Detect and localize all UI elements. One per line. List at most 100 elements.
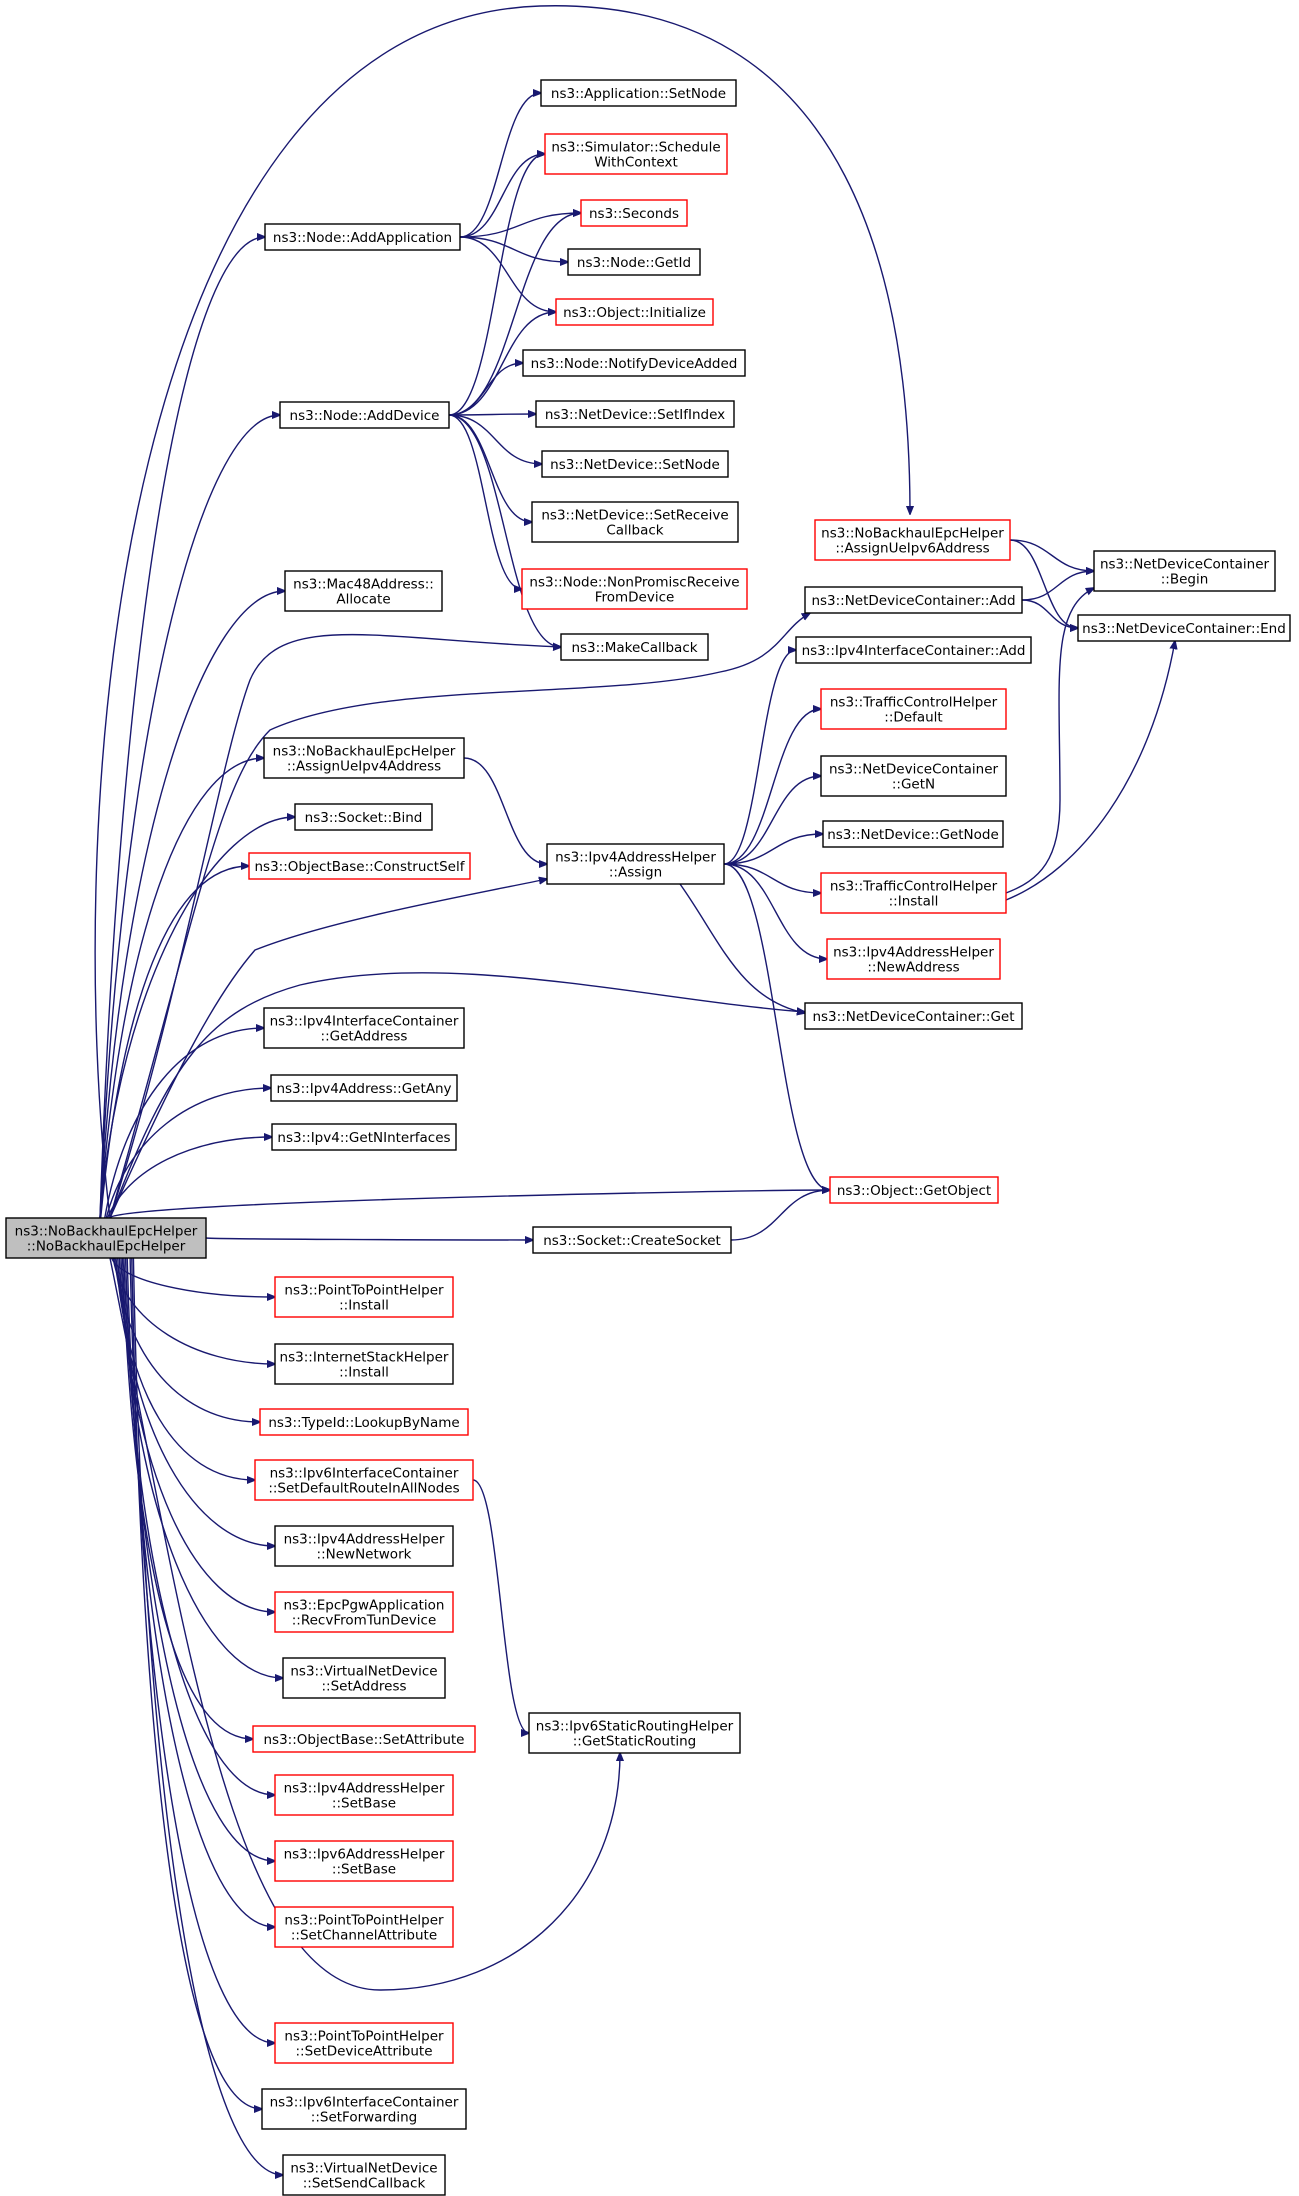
node-ndcend[interactable]: ns3::NetDeviceContainer::End xyxy=(1077,614,1291,642)
edge-root-to-ndcadd xyxy=(109,613,810,1219)
node-lookupbyname[interactable]: ns3::TypeId::LookupByName xyxy=(259,1408,469,1436)
node-box xyxy=(522,349,746,377)
node-label: ns3::PointToPointHelper xyxy=(284,2029,444,2045)
node-label: ns3::Socket::Bind xyxy=(305,810,423,826)
edge-tcinstall-to-ndcbegin xyxy=(1005,588,1094,894)
node-label: ::Begin xyxy=(1161,572,1209,588)
node-box xyxy=(822,820,1004,848)
node-label: ns3::NetDeviceContainer::End xyxy=(1082,621,1286,637)
node-notify[interactable]: ns3::Node::NotifyDeviceAdded xyxy=(522,349,746,377)
node-adddevice[interactable]: ns3::Node::AddDevice xyxy=(279,401,450,429)
node-box xyxy=(264,223,461,251)
node-ipv4assign[interactable]: ns3::Ipv4AddressHelper::Assign xyxy=(546,843,725,885)
node-getany[interactable]: ns3::Ipv4Address::GetAny xyxy=(270,1074,458,1102)
node-getid[interactable]: ns3::Node::GetId xyxy=(567,248,701,276)
node-createsocket[interactable]: ns3::Socket::CreateSocket xyxy=(532,1226,732,1254)
node-box xyxy=(274,1343,454,1385)
node-label: ns3::Socket::CreateSocket xyxy=(543,1233,721,1249)
node-ndcbegin[interactable]: ns3::NetDeviceContainer::Begin xyxy=(1093,550,1276,592)
node-newaddress[interactable]: ns3::Ipv4AddressHelper::NewAddress xyxy=(826,938,1001,980)
node-label: Allocate xyxy=(336,592,390,608)
edge-root-to-adddevice xyxy=(99,415,280,1219)
node-setsendcb[interactable]: ns3::VirtualNetDevice::SetSendCallback xyxy=(282,2154,446,2196)
node-setchanattr[interactable]: ns3::PointToPointHelper::SetChannelAttri… xyxy=(274,1906,454,1948)
node-vndsetaddr[interactable]: ns3::VirtualNetDevice::SetAddress xyxy=(282,1657,446,1699)
node-box xyxy=(580,199,688,227)
node-box xyxy=(540,79,737,107)
node-label: ns3::Ipv6InterfaceContainer xyxy=(270,2095,459,2111)
node-label: ns3::NetDeviceContainer xyxy=(1100,557,1270,573)
edge-addapp-to-schedule xyxy=(459,154,545,238)
edge-adddevice-to-makecallback xyxy=(448,414,561,647)
edge-ipv4assign-to-ndcget xyxy=(679,883,805,1013)
node-socketbind[interactable]: ns3::Socket::Bind xyxy=(294,803,433,831)
node-initialize[interactable]: ns3::Object::Initialize xyxy=(555,298,714,326)
node-getstatic[interactable]: ns3::Ipv6StaticRoutingHelper::GetStaticR… xyxy=(528,1712,741,1754)
node-label: ns3::Ipv4AddressHelper xyxy=(833,945,994,961)
node-makecallback[interactable]: ns3::MakeCallback xyxy=(560,633,709,661)
node-label: ::Default xyxy=(884,710,942,726)
node-setnode_app[interactable]: ns3::Application::SetNode xyxy=(540,79,737,107)
node-label: ns3::Ipv6AddressHelper xyxy=(284,1847,445,1863)
node-box xyxy=(294,803,433,831)
node-label: ns3::NetDeviceContainer xyxy=(829,762,999,778)
edge-ipv4assign-to-ipv4icadd xyxy=(723,650,796,865)
node-newnetwork[interactable]: ns3::Ipv4AddressHelper::NewNetwork xyxy=(274,1525,454,1567)
node-ipv4icgetaddr[interactable]: ns3::Ipv4InterfaceContainer::GetAddress xyxy=(263,1007,465,1049)
node-inetinstall[interactable]: ns3::InternetStackHelper::Install xyxy=(274,1343,454,1385)
node-root[interactable]: ns3::NoBackhaulEpcHelper::NoBackhaulEpcH… xyxy=(5,1217,207,1259)
node-ndcget[interactable]: ns3::NetDeviceContainer::Get xyxy=(804,1002,1023,1030)
node-seconds[interactable]: ns3::Seconds xyxy=(580,199,688,227)
node-label: ::SetAddress xyxy=(321,1679,406,1695)
node-setnode_nd[interactable]: ns3::NetDevice::SetNode xyxy=(541,450,729,478)
edge-assignipv4-to-ipv4assign xyxy=(463,757,547,864)
node-box xyxy=(263,1007,465,1049)
edge-root-to-getstatic xyxy=(109,1257,620,1991)
node-ndcadd[interactable]: ns3::NetDeviceContainer::Add xyxy=(804,586,1023,614)
node-box xyxy=(567,248,701,276)
node-box xyxy=(795,636,1032,664)
node-label: ns3::Ipv4Address::GetAny xyxy=(276,1081,451,1097)
edge-root-to-ipv6setbase xyxy=(124,1257,275,1861)
edge-ipv4assign-to-tcdefault xyxy=(723,709,821,865)
node-p2pinstall[interactable]: ns3::PointToPointHelper::Install xyxy=(274,1276,454,1318)
node-label: ns3::NetDeviceContainer::Add xyxy=(811,593,1015,609)
node-label: ns3::Node::GetId xyxy=(577,255,691,271)
node-setforwarding[interactable]: ns3::Ipv6InterfaceContainer::SetForwardi… xyxy=(261,2088,467,2130)
node-getnifaces[interactable]: ns3::Ipv4::GetNInterfaces xyxy=(271,1123,457,1151)
node-box xyxy=(814,519,1011,561)
node-setattribute[interactable]: ns3::ObjectBase::SetAttribute xyxy=(252,1725,476,1753)
node-setdevattr[interactable]: ns3::PointToPointHelper::SetDeviceAttrib… xyxy=(274,2022,454,2064)
node-constructself[interactable]: ns3::ObjectBase::ConstructSelf xyxy=(248,852,471,880)
node-ndcgetn[interactable]: ns3::NetDeviceContainer::GetN xyxy=(820,755,1007,797)
node-ndgetnode[interactable]: ns3::NetDevice::GetNode xyxy=(822,820,1004,848)
node-mac48[interactable]: ns3::Mac48Address::Allocate xyxy=(284,570,443,612)
node-assignipv4[interactable]: ns3::NoBackhaulEpcHelper::AssignUeIpv4Ad… xyxy=(263,737,465,779)
node-recvfromtun[interactable]: ns3::EpcPgwApplication::RecvFromTunDevic… xyxy=(274,1591,454,1633)
node-label: ns3::VirtualNetDevice xyxy=(290,2161,437,2177)
node-setifindex[interactable]: ns3::NetDevice::SetIfIndex xyxy=(535,400,735,428)
node-tcdefault[interactable]: ns3::TrafficControlHelper::Default xyxy=(820,688,1007,730)
node-box xyxy=(274,2022,454,2064)
edge-adddevice-to-nonpromisc xyxy=(448,414,522,589)
node-label: ns3::InternetStackHelper xyxy=(280,1350,449,1366)
node-getobject[interactable]: ns3::Object::GetObject xyxy=(829,1176,999,1204)
node-addapp[interactable]: ns3::Node::AddApplication xyxy=(264,223,461,251)
node-tcinstall[interactable]: ns3::TrafficControlHelper::Install xyxy=(820,872,1007,914)
node-box xyxy=(252,1725,476,1753)
node-ipv6setbase[interactable]: ns3::Ipv6AddressHelper::SetBase xyxy=(274,1840,454,1882)
edge-root-to-lookupbyname xyxy=(113,1257,260,1422)
node-box xyxy=(5,1217,207,1259)
node-setdefroute[interactable]: ns3::Ipv6InterfaceContainer::SetDefaultR… xyxy=(254,1459,474,1501)
node-label: ns3::MakeCallback xyxy=(571,640,697,656)
node-assignipv6[interactable]: ns3::NoBackhaulEpcHelper::AssignUeIpv6Ad… xyxy=(814,519,1011,561)
node-box xyxy=(804,586,1023,614)
node-box xyxy=(829,1176,999,1204)
node-box xyxy=(532,1226,732,1254)
node-ipv4icadd[interactable]: ns3::Ipv4InterfaceContainer::Add xyxy=(795,636,1032,664)
node-ipv4setbase[interactable]: ns3::Ipv4AddressHelper::SetBase xyxy=(274,1774,454,1816)
node-label: ns3::Ipv4InterfaceContainer::Add xyxy=(802,643,1026,659)
